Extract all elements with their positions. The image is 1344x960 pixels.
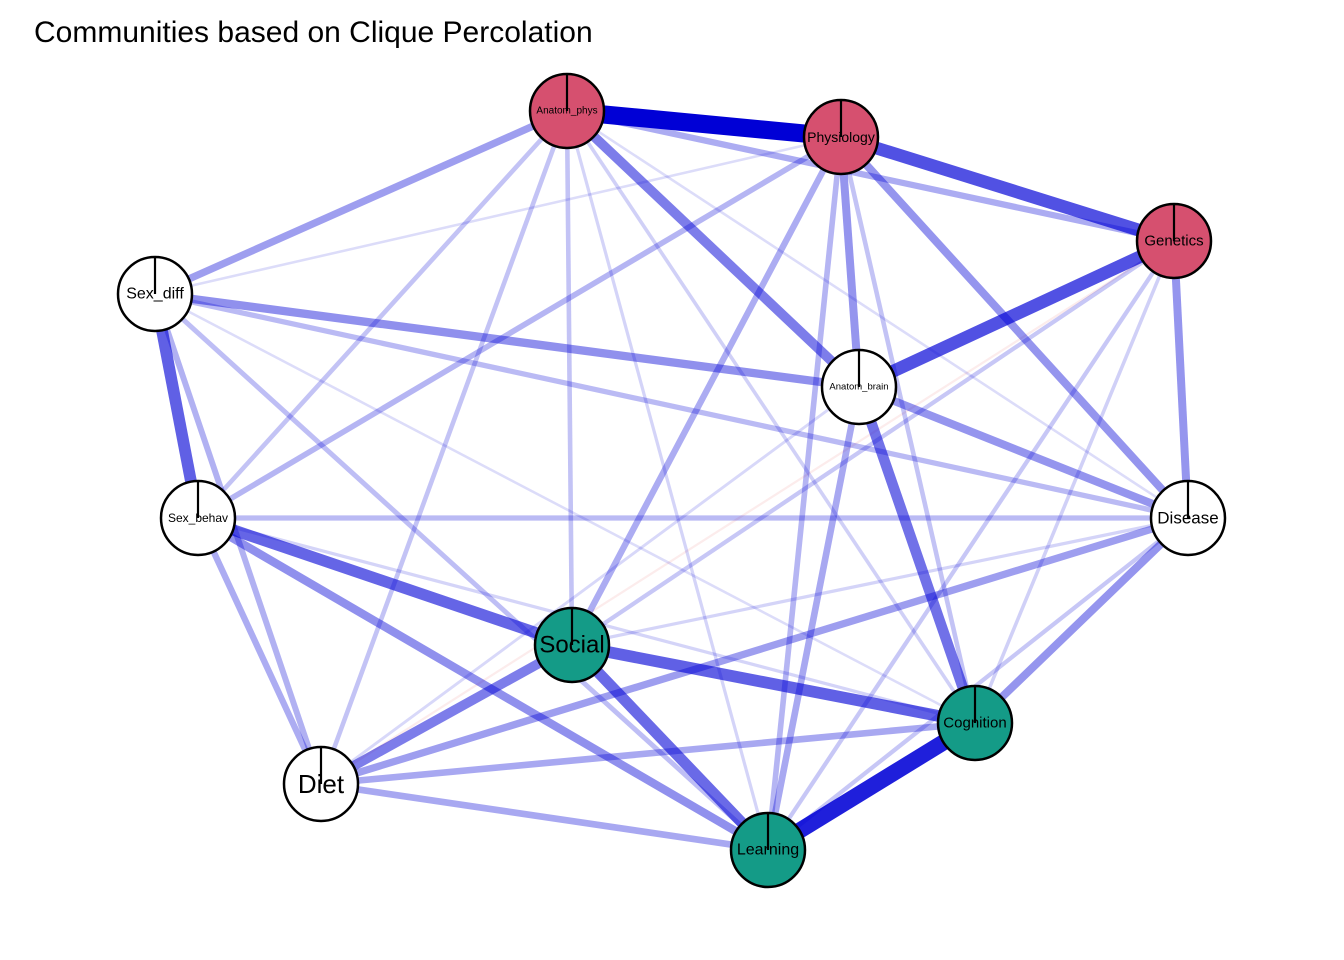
edge-sex_diff-learning: [153, 292, 770, 852]
edge-anatom_phys-learning: [565, 110, 770, 851]
node-label: Physiology: [807, 129, 875, 145]
edge-learning-disease: [766, 516, 1190, 852]
node-label: Diet: [298, 769, 345, 799]
node-label: Disease: [1157, 509, 1218, 528]
edge-anatom_phys-physiology: [566, 101, 842, 147]
edge-diet-learning: [320, 780, 769, 854]
edge-sex_diff-diet: [152, 293, 324, 785]
node-physiology[interactable]: Physiology: [802, 98, 880, 176]
edge-anatom_brain-genetics: [856, 235, 1177, 393]
edge-anatom_phys-sex_diff: [153, 107, 569, 298]
edge-physiology-genetics: [839, 130, 1176, 248]
node-label: Sex_behav: [168, 511, 228, 525]
edge-sex_behav-physiology: [196, 134, 843, 521]
edge-sex_diff-disease: [154, 291, 1189, 521]
edge-genetics-cognition: [973, 240, 1176, 724]
node-social[interactable]: Social: [533, 606, 611, 684]
edge-social-learning: [568, 641, 772, 854]
node-label: Anatom_phys: [536, 106, 597, 117]
node-label: Social: [539, 632, 604, 659]
chart-title: Communities based on Clique Percolation: [34, 16, 593, 49]
node-sex-diff[interactable]: Sex_diff: [116, 255, 194, 333]
edge-physiology-cognition: [838, 136, 978, 724]
node-label: Cognition: [943, 715, 1006, 732]
node-learning[interactable]: Learning: [729, 811, 807, 889]
edge-social-cognition: [570, 639, 977, 729]
edge-social-physiology: [569, 135, 844, 647]
node-anatom-brain[interactable]: Anatom_brain: [820, 348, 898, 426]
edge-anatom_phys-sex_behav: [196, 109, 569, 520]
edge-anatom_phys-cognition: [565, 110, 977, 724]
nodes-layer: Anatom_physPhysiologyGeneticsSex_diffAna…: [116, 72, 1227, 889]
edge-sex_behav-social: [196, 512, 574, 651]
node-label: Genetics: [1144, 233, 1203, 250]
edge-disease-cognition: [972, 515, 1191, 726]
edge-genetics-diet: [320, 240, 1175, 785]
edge-physiology-disease: [838, 134, 1191, 521]
node-sex-behav[interactable]: Sex_behav: [159, 479, 237, 557]
edge-anatom_brain-cognition: [854, 385, 980, 725]
edge-diet-disease: [319, 514, 1190, 788]
edge-learning-cognition: [763, 716, 980, 857]
edge-anatom_phys-diet: [318, 110, 570, 785]
edge-diet-cognition: [320, 719, 976, 788]
edge-sex_diff-cognition: [154, 292, 976, 725]
edge-sex_diff-physiology: [154, 135, 842, 296]
edge-social-disease: [571, 516, 1189, 647]
edge-physiology-anatom_brain: [837, 136, 863, 388]
node-genetics[interactable]: Genetics: [1135, 202, 1213, 280]
node-diet[interactable]: Diet: [282, 745, 360, 823]
edge-anatom_phys-genetics: [566, 107, 1175, 245]
edge-anatom_phys-social: [564, 110, 575, 646]
edge-learning-anatom_brain: [764, 386, 863, 851]
node-cognition[interactable]: Cognition: [936, 684, 1014, 762]
edge-sex_behav-diet: [195, 516, 324, 786]
edge-anatom_phys-disease: [566, 109, 1189, 520]
edge-anatom_brain-diet: [320, 385, 860, 786]
edge-diet-social: [318, 640, 575, 789]
node-label: Learning: [737, 842, 799, 859]
edges-layer: [149, 101, 1192, 857]
node-label: Sex_diff: [126, 286, 184, 303]
edge-genetics-disease: [1170, 240, 1192, 519]
edge-sex_diff-anatom_brain: [154, 289, 860, 392]
edge-anatom_phys-anatom_brain: [563, 107, 863, 391]
node-disease[interactable]: Disease: [1149, 479, 1227, 557]
edge-genetics-learning: [766, 239, 1176, 852]
node-label: Anatom_brain: [829, 382, 888, 393]
edge-physiology-learning: [765, 136, 844, 851]
node-anatom-phys[interactable]: Anatom_phys: [528, 72, 606, 150]
edge-sex_behav-learning: [195, 514, 771, 854]
edge-anatom_brain-disease: [857, 383, 1190, 522]
